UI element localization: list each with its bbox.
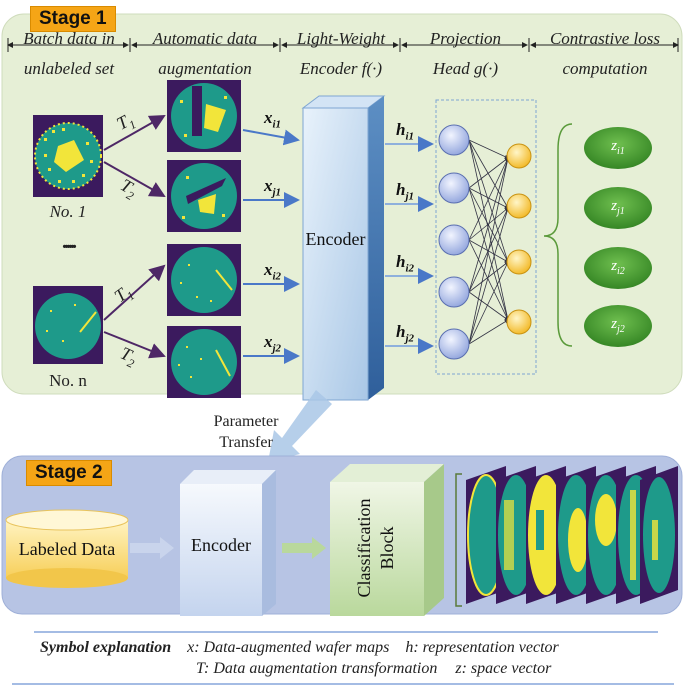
node-output-2: [506, 193, 532, 219]
x-j1-label: xj1: [264, 176, 282, 199]
stage1-badge: Stage 1: [30, 6, 116, 32]
node-output-3: [506, 249, 532, 275]
node-input-2: [438, 172, 470, 204]
z-j1-label: zj1: [611, 198, 625, 217]
legend-title: Symbol explanation: [40, 639, 172, 656]
output-bracket: [455, 473, 462, 607]
ellipsis: ......: [62, 231, 77, 253]
z-ellipse-i1: [584, 127, 652, 169]
arrow-data-to-encoder: [130, 537, 174, 559]
header-encoder: Light-Weight Encoder f(·): [296, 29, 386, 78]
projection-output-nodes: [506, 143, 532, 335]
z-ellipse-j1: [584, 187, 652, 229]
z-ellipse-j2: [584, 305, 652, 347]
header-projection: Projection Head g(·): [429, 29, 502, 78]
h-j2-label: hj2: [396, 322, 415, 345]
sample-1-caption: No. 1: [49, 202, 87, 221]
node-output-1: [506, 143, 532, 169]
legend-line-1: Symbol explanation x: Data-augmented waf…: [40, 639, 660, 657]
node-input-3: [438, 224, 470, 256]
node-input-1: [438, 124, 470, 156]
projection-input-nodes: [438, 124, 470, 360]
node-input-4: [438, 276, 470, 308]
classification-block-label: Classification Block: [354, 498, 397, 598]
arrow-encoder-to-classifier: [282, 537, 326, 559]
x-j2-label: xj2: [264, 332, 282, 355]
legend-item-h: h: representation vector: [405, 639, 559, 656]
augmented-wafer-i1: [167, 80, 241, 152]
labeled-data-label: Labeled Data: [18, 539, 116, 559]
classification-block: [330, 464, 444, 616]
legend-item-x: x: Data-augmented wafer maps: [187, 639, 390, 656]
h-arrows: [385, 136, 434, 354]
z-vectors: [584, 127, 652, 347]
h-j1-label: hj1: [396, 180, 415, 203]
legend-item-z: z: space vector: [455, 660, 552, 677]
parameter-transfer-arrow: [268, 390, 332, 462]
encoder-label-stage2: Encoder: [191, 535, 251, 555]
z-i2-label: zi2: [611, 258, 625, 277]
z-j2-label: zj2: [611, 316, 625, 335]
header-batch-data: Batch data in unlabeled set: [23, 29, 115, 78]
transform-arrows: [103, 115, 166, 359]
output-wafer-7: [640, 466, 678, 604]
parameter-transfer-label: Parameter Transfer: [213, 413, 279, 451]
encoder-block-stage2: [180, 470, 276, 616]
sample-n-caption: No. n: [49, 371, 87, 390]
projection-head-box: [435, 99, 537, 375]
contrastive-brace: [543, 123, 573, 347]
header-contrastive-loss: Contrastive loss computation: [549, 29, 661, 78]
x-arrows: [242, 129, 300, 364]
z-i1-label: zi1: [611, 138, 625, 157]
header-augmentation: Automatic data augmentation: [152, 29, 258, 78]
x-i1-label: xi1: [264, 108, 282, 131]
output-wafer-stack: [466, 466, 678, 604]
augmented-wafer-j1: [167, 160, 241, 232]
stage2-badge: Stage 2: [26, 460, 112, 486]
x-i2-label: xi2: [264, 260, 282, 283]
labeled-data-cylinder: [5, 509, 129, 588]
augmented-wafer-i2: [167, 244, 241, 316]
node-output-4: [506, 309, 532, 335]
encoder-label-stage1: Encoder: [305, 229, 366, 249]
z-ellipse-i2: [584, 247, 652, 289]
augmented-wafer-j2: [167, 326, 241, 398]
h-i2-label: hi2: [396, 252, 415, 275]
wafer-sample-1: [33, 115, 103, 197]
projection-connections: [468, 139, 510, 345]
h-i1-label: hi1: [396, 120, 415, 143]
header-dividers: [7, 38, 679, 52]
legend-item-t: T: Data augmentation transformation: [196, 660, 438, 677]
legend-line-2: T: Data augmentation transformation z: s…: [196, 660, 676, 678]
node-input-5: [438, 328, 470, 360]
wafer-sample-n: [33, 286, 103, 364]
encoder-block-stage1: [301, 95, 386, 401]
